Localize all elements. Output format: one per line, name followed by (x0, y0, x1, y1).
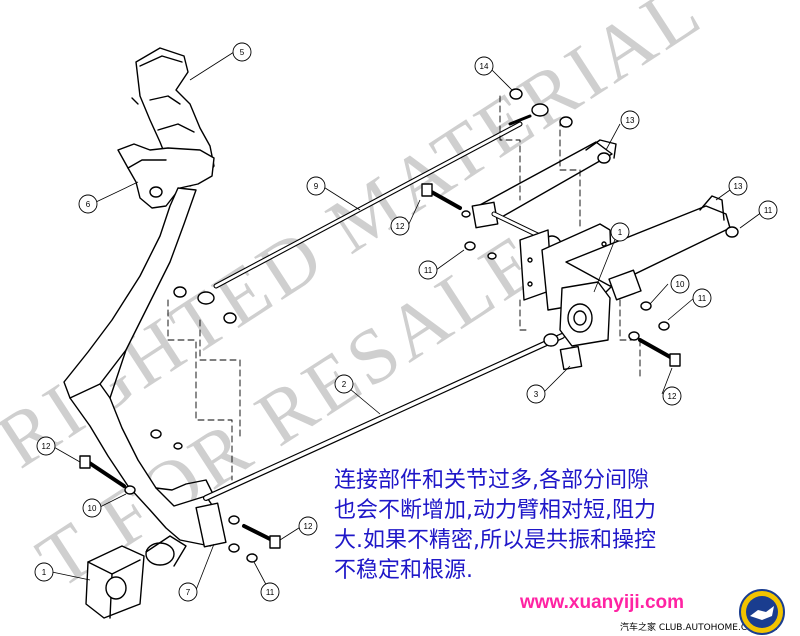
site-logo-icon (739, 589, 785, 635)
svg-text:13: 13 (626, 116, 635, 125)
callout-5: 5 (232, 42, 252, 62)
callout-9: 9 (306, 176, 326, 196)
svg-text:11: 11 (266, 588, 275, 597)
svg-text:12: 12 (42, 442, 51, 451)
block-1-bottom (85, 545, 145, 619)
callout-1-upper: 1 (610, 222, 630, 242)
svg-text:14: 14 (480, 62, 489, 71)
callout-13-upper: 13 (620, 110, 640, 130)
callout-11-left: 11 (418, 260, 438, 280)
callout-1-bottom: 1 (34, 562, 54, 582)
callout-11-bottom: 11 (260, 582, 280, 602)
svg-text:12: 12 (304, 522, 313, 531)
callout-10-left: 10 (82, 498, 102, 518)
callout-12-right: 12 (662, 386, 682, 406)
callout-7: 7 (178, 582, 198, 602)
svg-text:3: 3 (534, 390, 539, 399)
svg-text:10: 10 (676, 280, 685, 289)
svg-text:5: 5 (240, 48, 245, 57)
cross-arm-right (565, 195, 731, 301)
callout-12-left: 12 (36, 436, 56, 456)
svg-text:13: 13 (734, 182, 743, 191)
caption-line-2: 也会不断增加,动力臂相对短,阻力 (334, 498, 656, 523)
footer-note: 汽车之家 CLUB.AUTOHOME.COM.CN (620, 623, 778, 633)
callout-3: 3 (526, 384, 546, 404)
callout-14: 14 (474, 56, 494, 76)
rod-2 (203, 333, 565, 501)
annotation-caption: 连接部件和关节过多,各部分间隙 也会不断增加,动力臂相对短,阻力 大.如果不精密… (334, 466, 794, 586)
callout-13-right: 13 (728, 176, 748, 196)
fasteners (79, 88, 739, 563)
svg-text:11: 11 (764, 206, 773, 215)
site-url: www.xuanyiji.com (520, 592, 685, 613)
svg-text:6: 6 (86, 200, 91, 209)
svg-text:11: 11 (424, 266, 433, 275)
callout-12-upper: 12 (390, 216, 410, 236)
callout-11-right-mid: 11 (692, 288, 712, 308)
callout-leaders (51, 51, 763, 593)
lever-bracket (117, 143, 215, 209)
svg-text:11: 11 (698, 294, 707, 303)
svg-text:1: 1 (618, 228, 623, 237)
svg-text:1: 1 (42, 568, 47, 577)
callouts: 5 14 13 13 6 9 12 1 11 11 10 11 2 3 12 1… (34, 42, 778, 602)
svg-text:12: 12 (396, 222, 405, 231)
callout-10-right: 10 (670, 274, 690, 294)
callout-11-right-top: 11 (758, 200, 778, 220)
svg-text:12: 12 (668, 392, 677, 401)
spacer-3 (559, 345, 583, 371)
callout-6: 6 (78, 194, 98, 214)
svg-text:9: 9 (314, 182, 319, 191)
caption-line-3: 大.如果不精密,所以是共振和操控 (334, 528, 656, 553)
svg-text:10: 10 (88, 504, 97, 513)
callout-12-bottom: 12 (298, 516, 318, 536)
svg-text:2: 2 (342, 380, 347, 389)
callout-2: 2 (334, 374, 354, 394)
center-block (559, 281, 611, 347)
svg-text:7: 7 (186, 588, 191, 597)
dash-lines (167, 95, 641, 481)
rod-9 (197, 103, 549, 305)
caption-line-4: 不稳定和根源. (334, 558, 473, 583)
caption-line-1: 连接部件和关节过多,各部分间隙 (334, 468, 649, 493)
bottom-pivot (145, 502, 227, 567)
